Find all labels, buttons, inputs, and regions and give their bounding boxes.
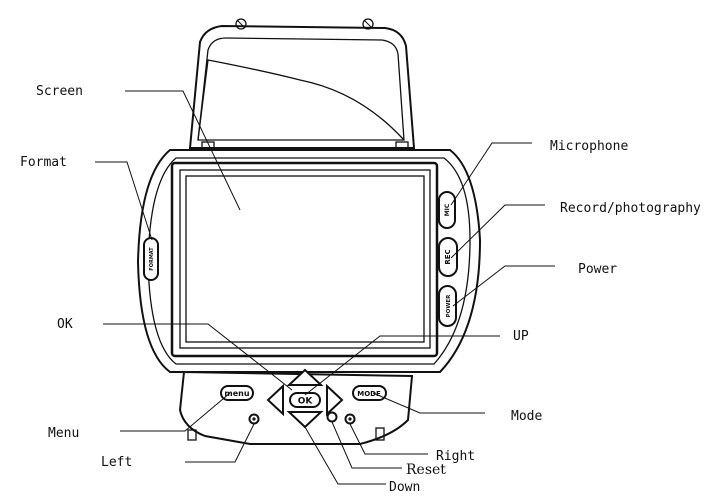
mic-button[interactable]: MIC [438,191,456,229]
label-screen: Screen [36,84,83,99]
label-left: Left [101,455,132,470]
label-reset: Reset [406,462,446,478]
mode-button[interactable]: MODE [352,385,387,401]
svg-text:POWER: POWER [446,294,452,318]
label-down: Down [389,480,420,495]
menu-button[interactable]: menu [220,385,254,401]
reset-button[interactable] [326,411,338,423]
svg-text:MODE: MODE [357,390,381,398]
screw-right-icon [362,18,374,30]
svg-text:FORMAT: FORMAT [149,247,155,271]
label-right: Right [436,449,475,464]
label-up: UP [513,329,529,344]
svg-text:OK: OK [298,397,314,407]
up-arrow-button[interactable] [286,368,324,386]
power-button[interactable]: POWER [438,285,457,327]
device-body [136,149,482,373]
svg-text:MIC: MIC [444,203,451,216]
rec-button[interactable]: REC [438,237,458,277]
screen [170,161,439,358]
label-power: Power [578,262,617,277]
label-ok: OK [57,317,73,332]
left-button-dot[interactable] [248,413,260,425]
format-button[interactable]: FORMAT [143,237,159,281]
svg-text:REC: REC [444,249,452,264]
label-record: Record/photography [560,201,701,216]
left-arrow-button[interactable] [266,383,284,417]
label-mode: Mode [511,409,542,424]
label-format: Format [20,155,67,170]
leader-lines [95,90,555,485]
top-flap [188,18,416,151]
screw-left-icon [235,18,247,30]
label-menu: Menu [48,426,79,441]
svg-text:menu: menu [224,389,249,398]
ok-button[interactable]: OK [289,392,321,408]
right-button-dot[interactable] [344,413,356,425]
down-arrow-button[interactable] [286,411,324,429]
label-microphone: Microphone [550,139,628,154]
right-arrow-button[interactable] [326,383,344,417]
